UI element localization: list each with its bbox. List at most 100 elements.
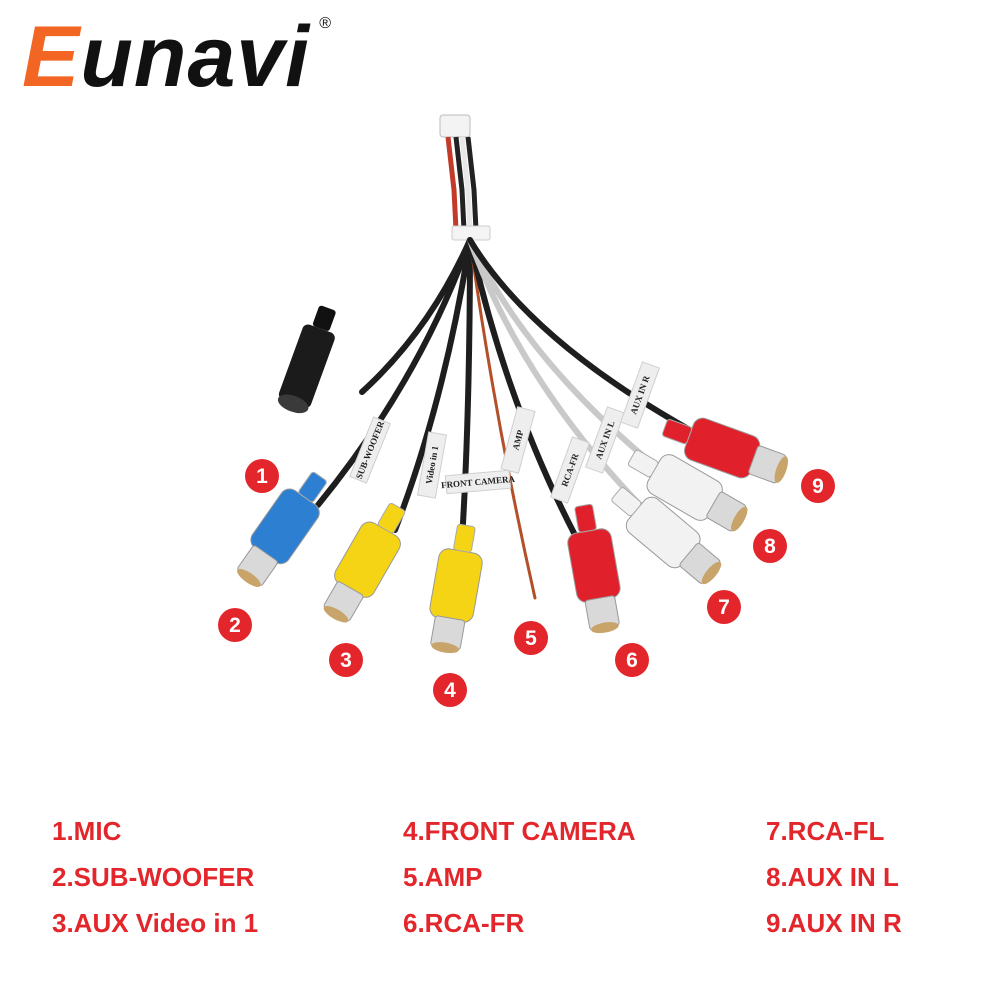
brand-logo-name: unavi	[80, 9, 310, 105]
cable-wire	[392, 237, 473, 533]
badge-number: 6	[626, 649, 638, 672]
badge-circle	[801, 469, 835, 503]
cable-wire	[467, 237, 643, 508]
badge-circle	[514, 621, 548, 655]
badge-circle	[707, 590, 741, 624]
rca-plug-icon	[627, 449, 748, 532]
badge-circle	[329, 643, 363, 677]
badge-circle	[218, 608, 252, 642]
jack-body	[278, 324, 335, 408]
jack-opening	[277, 394, 309, 414]
plug-tip	[731, 506, 748, 532]
plug-neck	[377, 502, 406, 534]
connector-plugs	[237, 305, 789, 654]
legend-column-1: 1.MIC 2.SUB-WOOFER 3.AUX Video in 1	[52, 808, 258, 946]
rca-plug-icon	[662, 417, 789, 484]
plug-tip	[774, 456, 789, 483]
badge-number: 3	[340, 649, 352, 672]
number-badge: 2	[218, 608, 252, 642]
number-badge: 6	[615, 643, 649, 677]
plug-neck	[574, 503, 597, 533]
registered-mark: ®	[319, 15, 332, 32]
plug-tip	[237, 568, 261, 587]
badge-circle	[753, 529, 787, 563]
legend-item: 1.MIC	[52, 816, 122, 846]
badge-number: 7	[718, 596, 730, 619]
header-connector	[439, 114, 471, 138]
plug-neck	[453, 523, 476, 553]
tag-sleeve	[500, 406, 536, 474]
lead-wire	[445, 136, 459, 231]
number-badges: 1 2 3 4 5 6 7 8 9	[218, 459, 835, 707]
cable-label-tag: FRONT CAMERA	[441, 469, 516, 495]
plug-neck	[627, 449, 659, 478]
legend-item: 3.AUX Video in 1	[52, 908, 259, 938]
tag-sleeve	[549, 436, 591, 504]
plug-body	[567, 528, 621, 603]
plug-neck	[611, 487, 642, 517]
badge-number: 4	[444, 679, 456, 702]
badge-circle	[433, 673, 467, 707]
badge-number: 5	[525, 627, 537, 650]
cable-wire	[467, 237, 663, 473]
legend-item: 6.RCA-FR	[403, 908, 525, 938]
badge-number: 2	[229, 614, 241, 637]
number-badge: 3	[329, 643, 363, 677]
number-badge: 1	[245, 459, 279, 493]
legend-item: 4.FRONT CAMERA	[403, 816, 636, 846]
cable-wire	[459, 237, 473, 543]
mic-jack-icon	[277, 305, 336, 414]
connector-legend: 1.MIC 2.SUB-WOOFER 3.AUX Video in 1 4.FR…	[0, 808, 1000, 958]
legend-item: 2.SUB-WOOFER	[52, 862, 255, 892]
tag-sleeve	[584, 406, 626, 474]
number-badge: 9	[801, 469, 835, 503]
rca-plug-icon	[429, 523, 483, 654]
number-badge: 8	[753, 529, 787, 563]
cable-label-tag: RCA-FR	[549, 436, 591, 504]
tag-sleeve	[444, 469, 512, 495]
legend-item: 7.RCA-FL	[766, 816, 885, 846]
rca-plug-icon	[611, 487, 722, 585]
rca-plug-icon	[567, 503, 621, 634]
legend-item: 5.AMP	[403, 862, 483, 892]
cable-wire	[468, 238, 537, 600]
brand-logo: Eunavi®	[22, 14, 331, 100]
tag-sleeve	[417, 431, 447, 499]
lead-wire	[459, 136, 473, 231]
plug-body	[429, 548, 483, 623]
badge-number: 8	[764, 535, 776, 558]
lead-wire	[465, 136, 479, 231]
cable-label-tag: AMP	[500, 406, 536, 474]
badge-number: 9	[812, 475, 824, 498]
number-badge: 4	[433, 673, 467, 707]
cable-label-tag: SUB-WOOFER	[349, 416, 391, 484]
cable-wire	[315, 237, 473, 508]
plug-neck	[298, 471, 327, 503]
tag-sleeve	[619, 361, 661, 429]
brand-logo-initial: E	[22, 9, 81, 105]
legend-item: 9.AUX IN R	[766, 908, 902, 938]
badge-circle	[615, 643, 649, 677]
plug-tip	[591, 622, 619, 634]
legend-column-3: 7.RCA-FL 8.AUX IN L 9.AUX IN R	[766, 808, 902, 946]
rca-plug-icon	[237, 471, 327, 587]
rca-plug-icon	[323, 502, 406, 623]
plug-tip	[701, 561, 722, 585]
badge-number: 1	[256, 465, 268, 488]
plug-tip	[431, 642, 459, 654]
cable-label-tag: AUX IN R	[619, 361, 661, 429]
legend-item: 8.AUX IN L	[766, 862, 899, 892]
plug-neck	[662, 419, 692, 445]
number-badge: 7	[707, 590, 741, 624]
cable-label-tag: AUX IN L	[584, 406, 626, 474]
legend-column-2: 4.FRONT CAMERA 5.AMP 6.RCA-FR	[403, 808, 636, 946]
cable-label-tag: Video in 1	[417, 431, 447, 499]
number-badge: 5	[514, 621, 548, 655]
cable-wire	[467, 237, 693, 433]
plug-tip	[323, 606, 349, 623]
tag-sleeve	[349, 416, 391, 484]
jack-strain-relief	[312, 305, 336, 331]
lead-wire	[453, 136, 467, 231]
